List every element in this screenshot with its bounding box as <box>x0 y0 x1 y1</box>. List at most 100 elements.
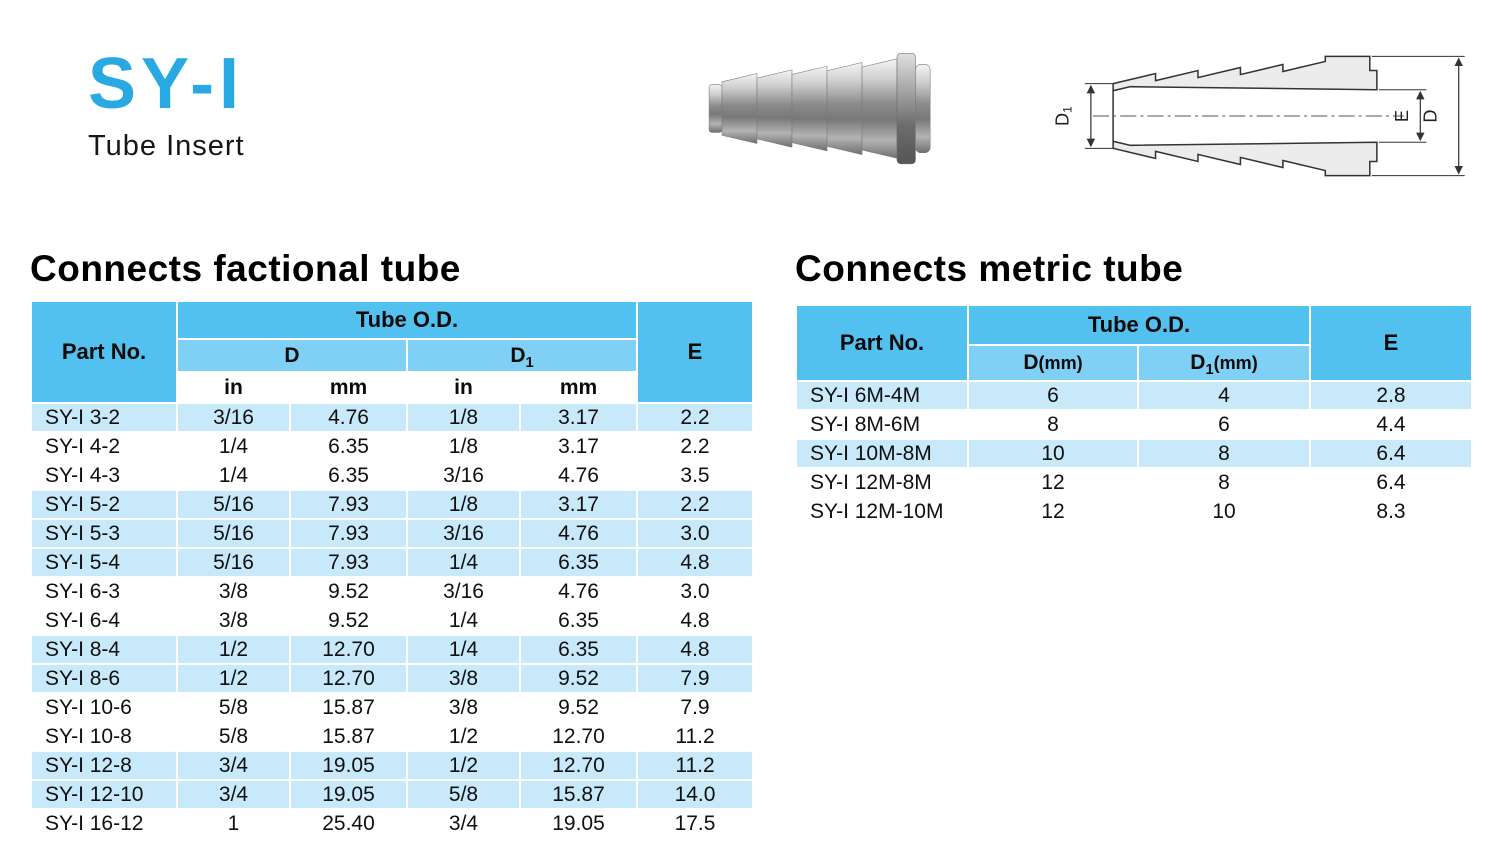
e-cell: 4.8 <box>636 547 755 578</box>
d-in-cell: 5/16 <box>176 489 291 520</box>
metric-table-row: SY-I 10M-8M 10 8 6.4 <box>795 438 1474 469</box>
e-cell: 3.0 <box>636 518 755 549</box>
fractional-table-row: SY-I 5-4 5/16 7.93 1/4 6.35 4.8 <box>30 547 755 578</box>
d-in-cell: 1/2 <box>176 634 291 665</box>
col-header-tube-od: Tube O.D. <box>966 304 1312 346</box>
tube-insert-photo-graphic <box>708 52 931 165</box>
d-mm-cell: 15.87 <box>289 692 408 723</box>
metric-header-row-1: Part No. Tube O.D. E <box>795 304 1474 382</box>
metric-table-row: SY-I 12M-8M 12 8 6.4 <box>795 467 1474 498</box>
d-in-cell: 3/8 <box>176 605 291 636</box>
d-mm-cell: 9.52 <box>289 605 408 636</box>
d-in-cell: 5/16 <box>176 547 291 578</box>
col-header-tube-od: Tube O.D. <box>175 300 639 340</box>
d-in-cell: 1/4 <box>176 460 291 491</box>
insert-section-outline <box>1112 55 1378 177</box>
d-in-cell: 1/4 <box>176 431 291 462</box>
d1-in-cell: 3/16 <box>406 460 521 491</box>
part-no-cell: SY-I 8-4 <box>30 634 178 665</box>
col-header-d-mm: D(mm) <box>967 344 1139 382</box>
part-no-cell: SY-I 3-2 <box>30 402 178 433</box>
product-photo <box>693 33 961 185</box>
fractional-table-row: SY-I 6-3 3/8 9.52 3/16 4.76 3.0 <box>30 576 755 607</box>
fractional-table: Part No. Tube O.D. E D D1 in mm in mm SY… <box>30 300 755 839</box>
fractional-table-row: SY-I 3-2 3/16 4.76 1/8 3.17 2.2 <box>30 402 755 433</box>
part-no-cell: SY-I 12-10 <box>30 779 178 810</box>
d1-mm-cell: 3.17 <box>518 402 639 433</box>
d-in-cell: 1/2 <box>176 663 291 694</box>
col-header-d1-mm: mm <box>518 371 639 404</box>
d-mm-cell: 12 <box>967 496 1139 527</box>
fractional-table-row: SY-I 6-4 3/8 9.52 1/4 6.35 4.8 <box>30 605 755 636</box>
e-cell: 7.9 <box>636 663 755 694</box>
part-no-cell: SY-I 12M-10M <box>795 496 969 527</box>
d1-in-cell: 1/4 <box>406 547 521 578</box>
e-cell: 11.2 <box>636 721 755 752</box>
part-no-cell: SY-I 6-3 <box>30 576 178 607</box>
fractional-table-row: SY-I 16-12 1 25.40 3/4 19.05 17.5 <box>30 808 755 839</box>
d-mm-cell: 12.70 <box>289 663 408 694</box>
fractional-header-row-3: in mm in mm <box>31 371 753 404</box>
dimension-drawing: D1 E D <box>1012 20 1482 212</box>
d1-in-cell: 1/8 <box>406 489 521 520</box>
d1-in-cell: 5/8 <box>406 779 521 810</box>
part-no-cell: SY-I 5-2 <box>30 489 178 520</box>
part-no-cell: SY-I 6-4 <box>30 605 178 636</box>
d-in-cell: 3/8 <box>176 576 291 607</box>
fractional-section-heading: Connects factional tube <box>30 248 461 289</box>
d1-mm-cell: 10 <box>1136 496 1312 527</box>
part-no-cell: SY-I 10-6 <box>30 692 178 723</box>
col-header-d1-in: in <box>406 371 521 404</box>
col-header-d1-mm: D1(mm) <box>1136 344 1312 382</box>
e-cell: 2.2 <box>636 431 755 462</box>
d1-mm-cell: 6.35 <box>518 547 639 578</box>
part-no-cell: SY-I 10M-8M <box>795 438 969 469</box>
e-cell: 6.4 <box>1309 467 1474 498</box>
part-no-cell: SY-I 5-4 <box>30 547 178 578</box>
d-mm-cell: 12 <box>967 467 1139 498</box>
d-mm-cell: 10 <box>967 438 1139 469</box>
d1-mm-cell: 8 <box>1136 438 1312 469</box>
d1-mm-cell: 3.17 <box>518 489 639 520</box>
col-header-part-no: Part No. <box>30 300 178 404</box>
d-in-cell: 3/16 <box>176 402 291 433</box>
product-logo: SY-I Tube Insert <box>88 48 245 163</box>
d1-mm-cell: 15.87 <box>518 779 639 810</box>
fractional-table-row: SY-I 12-8 3/4 19.05 1/2 12.70 11.2 <box>30 750 755 781</box>
e-cell: 3.5 <box>636 460 755 491</box>
d1-in-cell: 3/8 <box>406 692 521 723</box>
d-mm-cell: 9.52 <box>289 576 408 607</box>
d1-mm-cell: 9.52 <box>518 663 639 694</box>
part-no-cell: SY-I 6M-4M <box>795 380 969 411</box>
d-in-cell: 5/8 <box>176 721 291 752</box>
e-cell: 11.2 <box>636 750 755 781</box>
e-cell: 4.8 <box>636 634 755 665</box>
e-cell: 6.4 <box>1309 438 1474 469</box>
metric-table-row: SY-I 6M-4M 6 4 2.8 <box>795 380 1474 411</box>
e-cell: 2.8 <box>1309 380 1474 411</box>
e-cell: 7.9 <box>636 692 755 723</box>
metric-section-heading: Connects metric tube <box>795 248 1184 289</box>
d1-in-cell: 1/2 <box>406 750 521 781</box>
product-code: SY-I <box>88 44 245 124</box>
metric-table-row: SY-I 8M-6M 8 6 4.4 <box>795 409 1474 440</box>
col-header-e: E <box>1309 304 1474 382</box>
fractional-table-row: SY-I 12-10 3/4 19.05 5/8 15.87 14.0 <box>30 779 755 810</box>
d1-mm-cell: 12.70 <box>518 721 639 752</box>
d1-mm-cell: 4.76 <box>518 460 639 491</box>
col-header-d1: D1 <box>405 338 639 373</box>
d1-mm-cell: 12.70 <box>518 750 639 781</box>
e-cell: 8.3 <box>1309 496 1474 527</box>
d-in-cell: 3/4 <box>176 750 291 781</box>
metric-header-row-2: D(mm) D1(mm) <box>796 344 1472 382</box>
fractional-header-row-2: D D1 <box>31 338 753 373</box>
col-header-part-no: Part No. <box>795 304 969 382</box>
d-in-cell: 1 <box>176 808 291 839</box>
part-no-cell: SY-I 12M-8M <box>795 467 969 498</box>
d-dimension-label: D <box>1420 109 1440 122</box>
fractional-table-row: SY-I 4-2 1/4 6.35 1/8 3.17 2.2 <box>30 431 755 462</box>
fractional-header-row-1: Part No. Tube O.D. E <box>30 300 755 404</box>
col-header-d: D <box>176 338 408 373</box>
d1-in-cell: 1/8 <box>406 431 521 462</box>
d1-mm-cell: 9.52 <box>518 692 639 723</box>
